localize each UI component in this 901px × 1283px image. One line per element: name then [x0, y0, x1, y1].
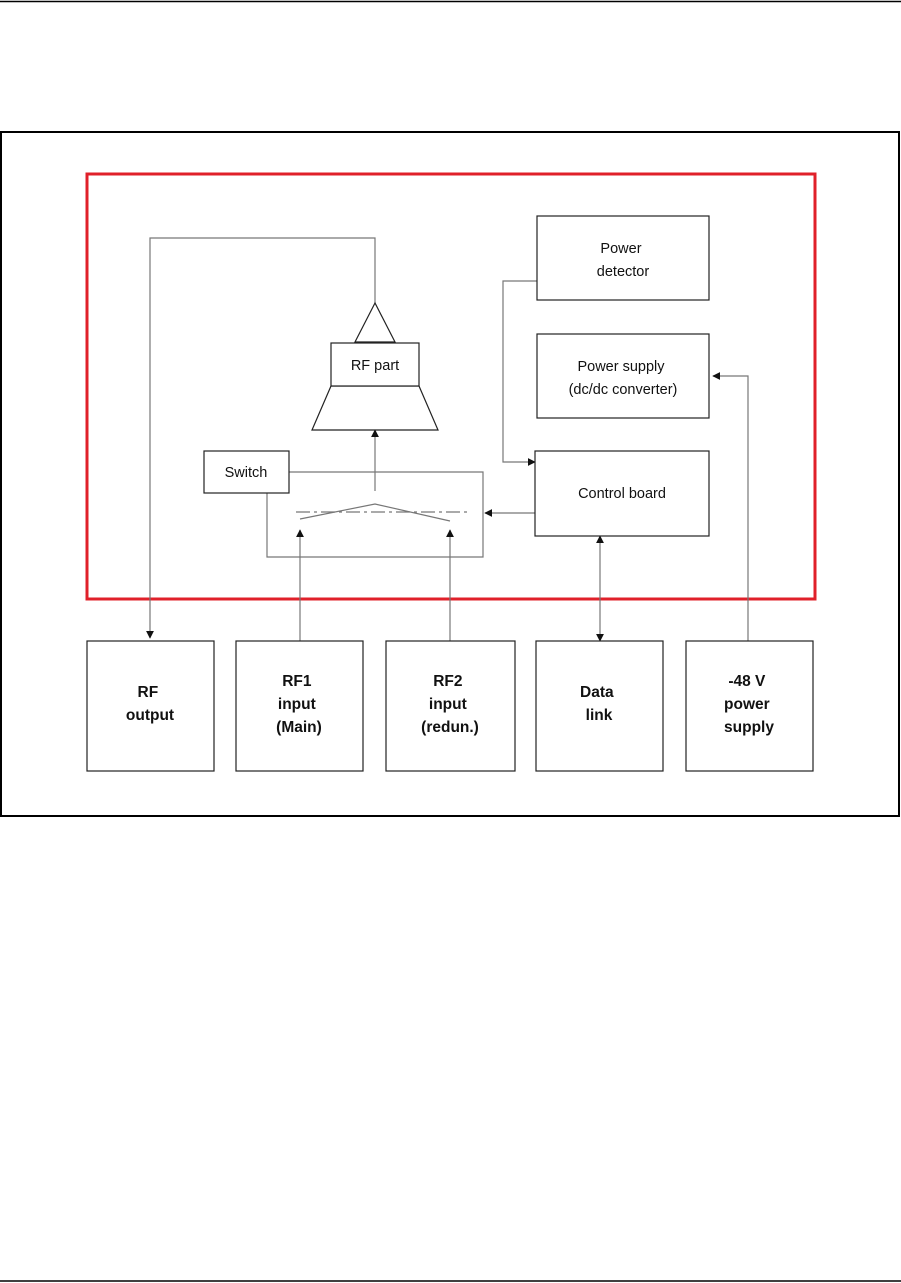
power-48v-label: -48 V power supply: [724, 673, 774, 736]
switch-label: Switch: [225, 465, 268, 481]
rf1-input-label: RF1 input (Main): [276, 673, 322, 736]
rf-part-label: RF part: [351, 358, 399, 374]
rf-output-block: [87, 641, 214, 771]
power-detector-block: [537, 216, 709, 300]
power-supply-block: [537, 334, 709, 418]
control-board-label: Control board: [578, 486, 666, 502]
amplifier-body: [312, 386, 438, 430]
data-link-block: [536, 641, 663, 771]
